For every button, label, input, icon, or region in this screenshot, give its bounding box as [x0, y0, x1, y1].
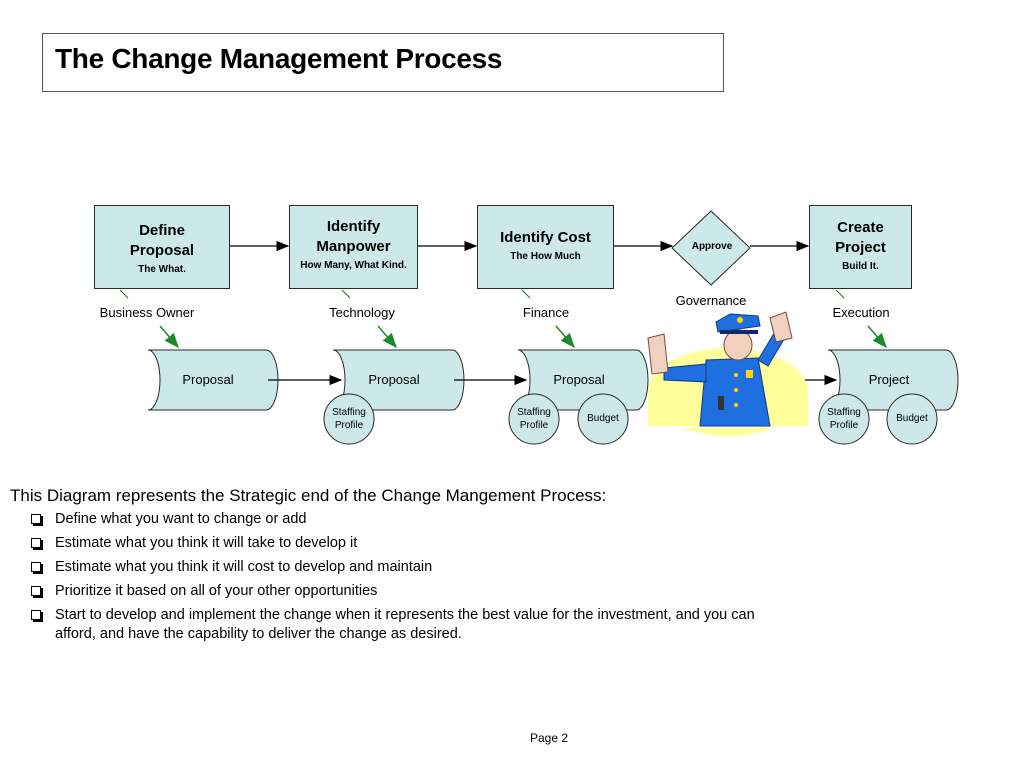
- budget-label-2: Budget: [896, 413, 928, 424]
- green-arrow-2: [377, 325, 397, 349]
- role-execution: Execution: [832, 305, 890, 320]
- approve-diamond: [671, 210, 751, 286]
- cylinder-1: [147, 349, 279, 411]
- checkbox-bullet-icon: [31, 586, 41, 596]
- bullet-text: Estimate what you think it will cost to …: [55, 559, 433, 575]
- staffing-profile-label-3: Staffing Profile: [827, 407, 861, 431]
- callout-execution: [835, 289, 845, 299]
- role-finance: Finance: [522, 305, 570, 320]
- cylinder-3: [517, 349, 649, 411]
- stage-title: Identify Cost: [500, 229, 591, 246]
- bullet-item: Estimate what you think it will cost to …: [28, 558, 830, 577]
- budget-circle-1: [577, 393, 629, 445]
- staffing-profile-label-2: Staffing Profile: [517, 407, 551, 431]
- description-intro: This Diagram represents the Strategic en…: [10, 486, 607, 505]
- green-arrow-3: [555, 325, 575, 349]
- bullet-item: Prioritize it based on all of your other…: [28, 582, 830, 601]
- stage-subtitle: How Many, What Kind.: [300, 260, 407, 271]
- stage-define-proposal: Define Proposal The What.: [94, 205, 230, 289]
- checkbox-bullet-icon: [31, 610, 41, 620]
- stage-subtitle: The What.: [138, 264, 186, 275]
- cylinder-label-proposal-3: Proposal: [553, 372, 605, 387]
- title-box: The Change Management Process: [42, 33, 724, 92]
- green-arrow-1: [159, 325, 179, 349]
- role-governance: Governance: [675, 293, 747, 308]
- checkbox-bullet-icon: [31, 538, 41, 548]
- cylinder-label-proposal-2: Proposal: [368, 372, 420, 387]
- bullet-item: Start to develop and implement the chang…: [28, 606, 795, 644]
- stage-title: Create Project: [835, 219, 886, 256]
- police-officer-clipart: [647, 311, 808, 436]
- stage-create-project: Create Project Build It.: [809, 205, 912, 289]
- callout-finance: [521, 289, 531, 299]
- green-arrow-4: [867, 325, 887, 349]
- bullet-text: Define what you want to change or add: [55, 511, 307, 527]
- cylinder-2: [332, 349, 465, 411]
- checkbox-bullet-icon: [31, 562, 41, 572]
- bullet-text: Estimate what you think it will take to …: [55, 535, 358, 551]
- bullet-item: Estimate what you think it will take to …: [28, 534, 830, 553]
- staffing-circle-2: [508, 393, 560, 445]
- stage-title: Define Proposal: [129, 222, 195, 259]
- budget-circle-2: [886, 393, 938, 445]
- page-number: Page 2: [530, 731, 569, 745]
- bullet-text: Prioritize it based on all of your other…: [55, 583, 378, 599]
- stage-subtitle: The How Much: [510, 251, 581, 262]
- stage-subtitle: Build It.: [842, 261, 879, 272]
- page-title: The Change Management Process: [55, 43, 503, 74]
- callout-business-owner: [119, 289, 129, 299]
- stage-identify-cost: Identify Cost The How Much: [477, 205, 614, 289]
- staffing-profile-label-1: Staffing Profile: [332, 407, 366, 431]
- callout-technology: [341, 289, 351, 299]
- stage-title: Identify Manpower: [316, 218, 391, 255]
- description-section: This Diagram represents the Strategic en…: [10, 486, 830, 649]
- budget-label-1: Budget: [587, 413, 619, 424]
- cylinder-4: [827, 349, 959, 411]
- cylinder-label-proposal-1: Proposal: [182, 372, 234, 387]
- checkbox-bullet-icon: [31, 514, 41, 524]
- bullet-text: Start to develop and implement the chang…: [55, 607, 755, 642]
- stage-identify-manpower: Identify Manpower How Many, What Kind.: [289, 205, 418, 289]
- role-business-owner: Business Owner: [99, 305, 195, 320]
- bullet-list: Define what you want to change or add Es…: [10, 510, 830, 644]
- cylinder-label-project: Project: [868, 372, 910, 387]
- staffing-circle-1: [323, 393, 375, 445]
- approve-label: Approve: [691, 241, 733, 252]
- role-technology: Technology: [329, 305, 395, 320]
- bullet-item: Define what you want to change or add: [28, 510, 830, 529]
- staffing-circle-3: [818, 393, 870, 445]
